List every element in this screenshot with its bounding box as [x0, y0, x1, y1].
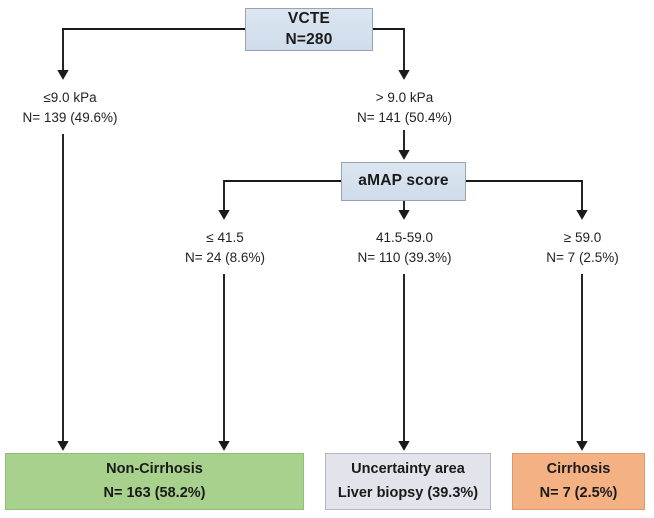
- node-vcte: VCTE N=280: [245, 8, 373, 51]
- edge-amap-to-low: [218, 180, 341, 220]
- node-non-cirrhosis: Non-Cirrhosis N= 163 (58.2%): [5, 453, 304, 510]
- node-cirrhosis: Cirrhosis N= 7 (2.5%): [512, 453, 645, 510]
- edge-label-amap-mid-criterion: 41.5-59.0: [375, 230, 434, 245]
- edge-label-vcte-low-criterion: ≤9.0 kPa: [43, 90, 97, 105]
- node-vcte-count: N=280: [285, 30, 333, 48]
- edge-label-amap-low: ≤ 41.5 N= 24 (8.6%): [160, 228, 290, 267]
- node-non-cirrhosis-title: Non-Cirrhosis: [106, 461, 203, 478]
- node-vcte-title: VCTE: [287, 10, 331, 28]
- edge-label-vcte-low: ≤9.0 kPa N= 139 (49.6%): [0, 88, 140, 127]
- edge-label-amap-high-count: N= 7 (2.5%): [546, 249, 619, 265]
- edge-label-vcte-high-criterion: > 9.0 kPa: [375, 90, 434, 105]
- node-cirrhosis-title: Cirrhosis: [546, 461, 611, 478]
- edge-label-amap-mid-count: N= 110 (39.3%): [357, 249, 452, 265]
- node-uncertainty-area: Uncertainty area Liver biopsy (39.3%): [325, 453, 491, 510]
- edge-label-amap-mid: 41.5-59.0 N= 110 (39.3%): [332, 228, 477, 267]
- node-non-cirrhosis-count: N= 163 (58.2%): [103, 484, 206, 501]
- node-cirrhosis-count: N= 7 (2.5%): [539, 484, 618, 501]
- edge-amap-to-high: [466, 180, 588, 220]
- node-uncertainty-area-action: Liver biopsy (39.3%): [337, 484, 479, 501]
- edge-label-vcte-low-count: N= 139 (49.6%): [22, 109, 118, 125]
- edge-label-amap-high-criterion: ≥ 59.0: [563, 230, 602, 245]
- edge-vcte-to-high: [373, 28, 410, 80]
- edge-label-amap-low-criterion: ≤ 41.5: [206, 230, 244, 245]
- edge-label-amap-high: ≥ 59.0 N= 7 (2.5%): [520, 228, 645, 267]
- edge-label-vcte-high: > 9.0 kPa N= 141 (50.4%): [332, 88, 477, 127]
- edge-label-amap-low-count: N= 24 (8.6%): [185, 249, 265, 265]
- node-amap-score: aMAP score: [341, 162, 466, 201]
- edge-vcte-to-low: [57, 28, 245, 80]
- edge-label-vcte-high-count: N= 141 (50.4%): [357, 109, 452, 125]
- node-amap-score-title: aMAP score: [358, 172, 449, 190]
- node-uncertainty-area-title: Uncertainty area: [351, 461, 465, 478]
